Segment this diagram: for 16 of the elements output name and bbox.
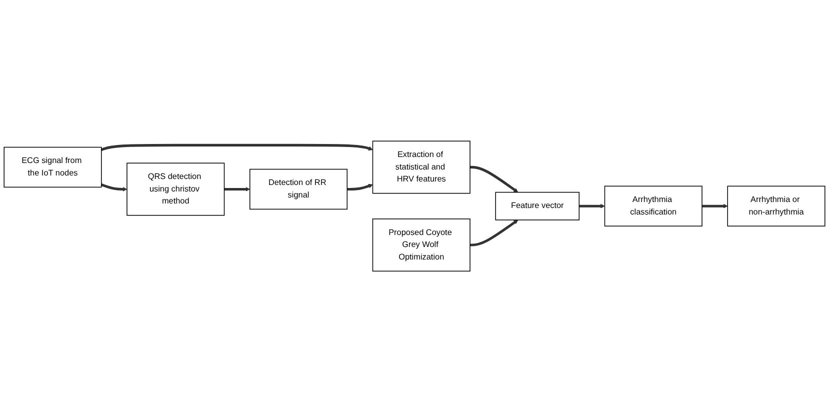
arrow (470, 220, 518, 247)
arrow (702, 204, 728, 209)
node-box: Feature vector (495, 192, 580, 221)
node-box: Arrhythmia or non-arrhythmia (727, 186, 826, 227)
arrow (347, 184, 373, 191)
arrow (579, 204, 605, 209)
node-box: Extraction of statistical and HRV features (372, 141, 470, 194)
node-box: Proposed Coyote Grey Wolf Optimization (372, 218, 470, 272)
arrow (470, 166, 518, 193)
node-box: Detection of RR signal (249, 169, 348, 210)
node-box: ECG signal from the IoT nodes (4, 147, 102, 188)
node-box: QRS detection using christov method (126, 163, 225, 216)
arrow (100, 144, 373, 152)
node-box: Arrhythmia classification (604, 186, 702, 227)
arrow (224, 187, 250, 192)
arrow (100, 184, 128, 192)
